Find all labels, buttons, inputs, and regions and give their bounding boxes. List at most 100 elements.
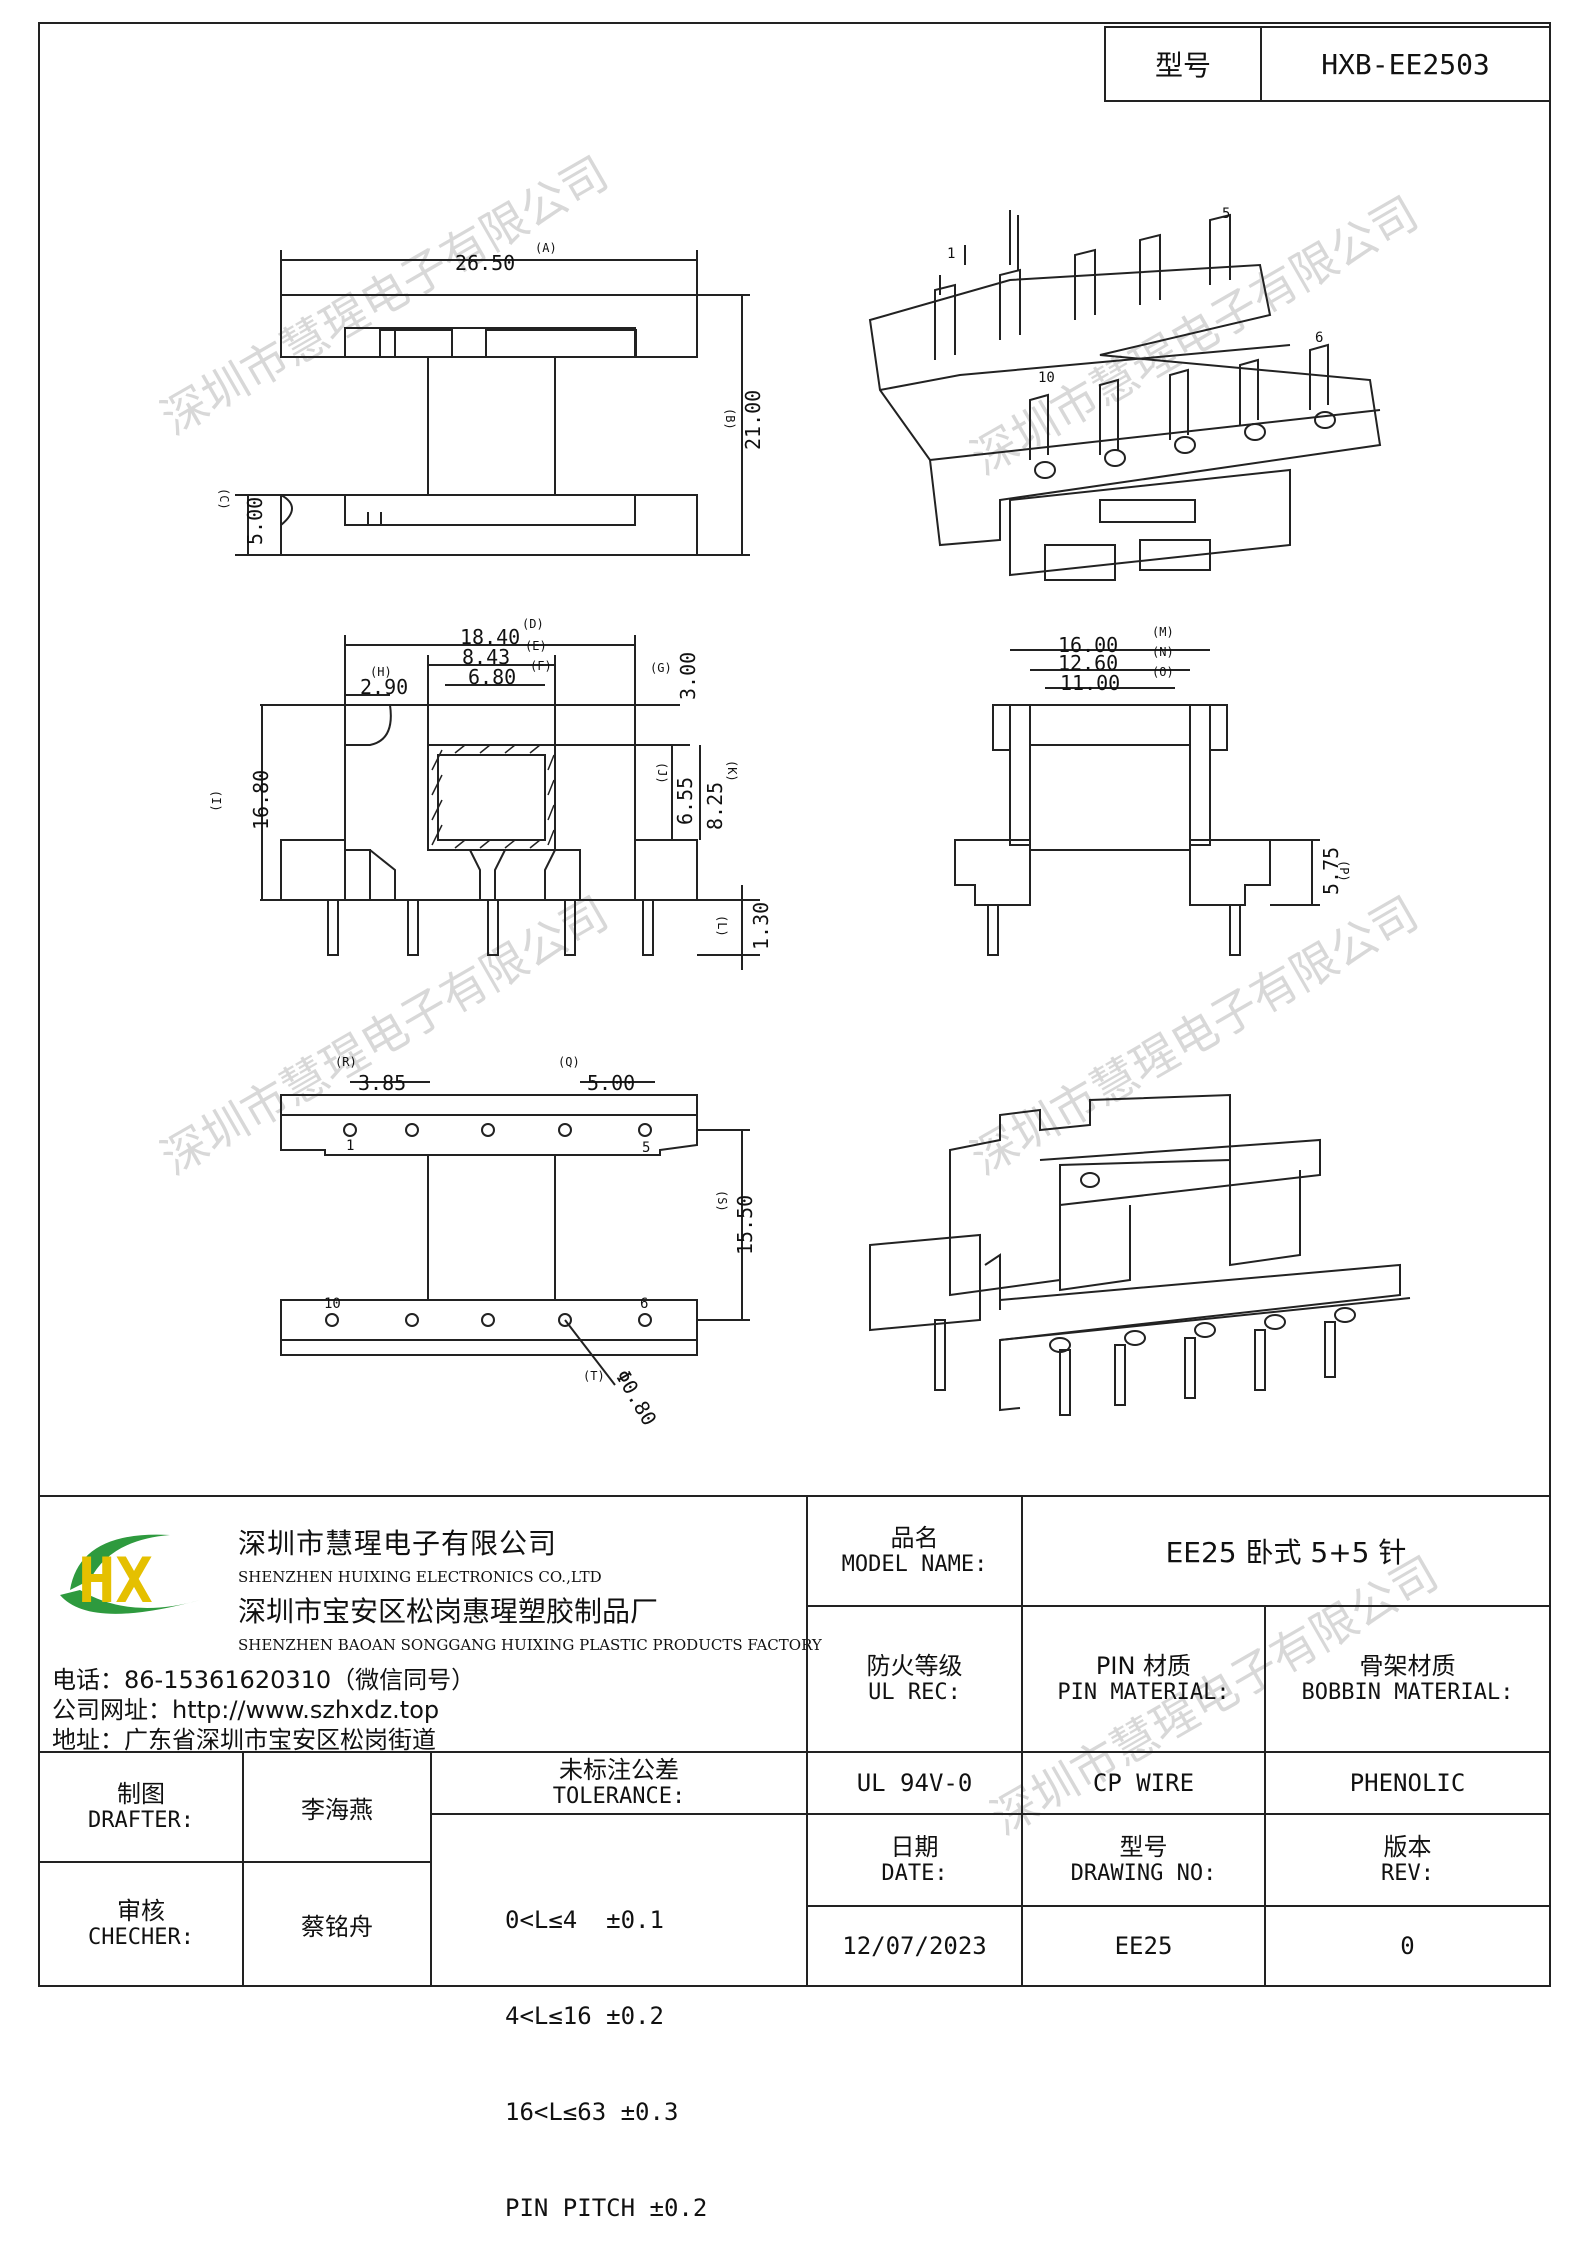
dim-i-tag: (I) — [209, 790, 223, 812]
drawing-no-en: DRAWING NO: — [1070, 1861, 1217, 1887]
dim-d-tag: (D) — [522, 617, 544, 631]
dim-t-tag: (T) — [583, 1369, 605, 1383]
model-name-en: MODEL NAME: — [841, 1552, 988, 1578]
pin-material-en: PIN MATERIAL: — [1057, 1680, 1230, 1706]
dim-h-tag: (H) — [370, 665, 392, 679]
dim-g-value: 3.00 — [676, 652, 700, 700]
date-en: DATE: — [881, 1861, 948, 1887]
company-address: 地址：广东省深圳市宝安区松岗街道 — [52, 1726, 436, 1754]
bottom-view-labels: 3.85 (R) 5.00 (Q) 15.50 (S) Φ0.80 (T) 1 … — [324, 1055, 757, 1430]
dim-r-value: 3.85 — [358, 1071, 406, 1095]
logo-text: HX — [78, 1544, 153, 1617]
dim-q-tag: (Q) — [558, 1055, 580, 1069]
factory-name-cn: 深圳市宝安区松岗惠瑆塑胶制品厂 — [238, 1595, 659, 1628]
pin-label-1: 1 — [947, 246, 955, 262]
checker-cn: 审核 — [117, 1896, 165, 1925]
tolerance-line: 4<L≤16 ±0.2 — [505, 2002, 664, 2030]
checker-value: 蔡铭舟 — [242, 1861, 432, 1987]
ul-rec-en: UL REC: — [868, 1680, 961, 1706]
date-cn: 日期 — [890, 1832, 939, 1861]
company-website: 公司网址：http://www.szhxdz.top — [52, 1696, 440, 1724]
model-name-value: EE25 卧式 5+5 针 — [1021, 1495, 1551, 1607]
tolerance-line: 16<L≤63 ±0.3 — [505, 2098, 679, 2126]
dim-t-value: Φ0.80 — [611, 1366, 662, 1430]
tolerance-cn: 未标注公差 — [558, 1755, 679, 1784]
dim-q-value: 5.00 — [587, 1071, 635, 1095]
bobbin-material-cn: 骨架材质 — [1359, 1651, 1456, 1680]
pin-label-10: 10 — [1038, 370, 1055, 386]
drafter-cn: 制图 — [117, 1779, 165, 1808]
dim-i-value: 16.80 — [249, 770, 273, 830]
dim-m-tag: (M) — [1152, 625, 1174, 639]
dim-k-value: 8.25 — [703, 782, 727, 830]
dim-p-tag: (P) — [1337, 860, 1351, 882]
dim-s-tag: (S) — [715, 1190, 729, 1212]
pin-material-cn: PIN 材质 — [1095, 1651, 1192, 1680]
dim-e-value: 8.43 — [462, 645, 510, 669]
ul-value: UL 94V-0 — [806, 1751, 1023, 1815]
pin-label-6: 6 — [640, 1296, 648, 1312]
dim-f-tag: (F) — [530, 659, 552, 673]
isometric-view-top — [868, 210, 1382, 581]
dim-e-tag: (E) — [525, 639, 547, 653]
tolerance-lines: 0<L≤4 ±0.1 4<L≤16 ±0.2 16<L≤63 ±0.3 PIN … — [505, 1840, 707, 2256]
pin-label-1: 1 — [346, 1138, 354, 1154]
side-view-labels: 26.50 (A) 21.00 (B) 5.00 (C) — [217, 241, 765, 545]
dim-m-value: 16.00 — [1058, 633, 1118, 657]
dim-o-value: 11.00 — [1060, 671, 1120, 695]
dim-h-value: 2.90 — [360, 675, 408, 699]
isometric-pin-labels: 1 5 6 10 — [947, 206, 1323, 386]
model-name-cn: 品名 — [890, 1523, 939, 1552]
dim-j-value: 6.55 — [673, 777, 697, 825]
bottom-view — [280, 1081, 750, 1386]
factory-name-en: SHENZHEN BAOAN SONGGANG HUIXING PLASTIC … — [238, 1636, 822, 1654]
dim-r-tag: (R) — [335, 1055, 357, 1069]
dim-n-tag: (N) — [1152, 645, 1174, 659]
dim-c-value: 5.00 — [243, 497, 267, 545]
dim-a-value: 26.50 — [455, 251, 515, 275]
bobbin-material-en: BOBBIN MATERIAL: — [1301, 1680, 1514, 1706]
checker-en: CHECHER: — [88, 1925, 194, 1951]
rev-cn: 版本 — [1383, 1832, 1432, 1861]
end-view — [954, 649, 1320, 956]
dim-l-value: 1.30 — [749, 902, 773, 950]
front-view-labels: 18.40 (D) 8.43 (E) 6.80 (F) 2.90 (H) 3.0… — [209, 617, 773, 950]
end-view-labels: 16.00 (M) 12.60 (N) 11.00 (O) 5.75 (P) — [1058, 625, 1351, 895]
dim-b-tag: (B) — [723, 408, 737, 430]
dim-b-value: 21.00 — [741, 390, 765, 450]
tolerance-line: 0<L≤4 ±0.1 — [505, 1906, 664, 1934]
drafter-value: 李海燕 — [242, 1751, 432, 1863]
side-view — [235, 250, 750, 556]
pin-label-5: 5 — [642, 1140, 650, 1156]
drawing-no-value: EE25 — [1021, 1905, 1266, 1987]
dim-k-tag: (K) — [725, 760, 739, 782]
tolerance-line: PIN PITCH ±0.2 — [505, 2194, 708, 2222]
date-value: 12/07/2023 — [806, 1905, 1023, 1987]
pin-material-value: CP WIRE — [1021, 1751, 1266, 1815]
company-logo: HX — [60, 1534, 200, 1617]
dim-j-tag: (J) — [655, 762, 669, 784]
dim-d-value: 18.40 — [460, 625, 520, 649]
pin-label-6: 6 — [1315, 330, 1323, 346]
dim-g-tag: (G) — [650, 661, 672, 675]
dim-n-value: 12.60 — [1058, 651, 1118, 675]
dim-a-tag: (A) — [535, 241, 557, 255]
header-model-value: HXB-EE2503 — [1260, 26, 1551, 102]
rev-en: REV: — [1381, 1861, 1434, 1887]
dim-p-value: 5.75 — [1319, 847, 1343, 895]
drafter-en: DRAFTER: — [88, 1808, 194, 1834]
company-name-cn: 深圳市慧瑆电子有限公司 — [238, 1527, 558, 1560]
drawing-no-cn: 型号 — [1119, 1832, 1168, 1861]
bobbin-material-value: PHENOLIC — [1264, 1751, 1551, 1815]
company-phone: 电话：86-15361620310（微信同号） — [52, 1666, 476, 1694]
dim-l-tag: (L) — [715, 915, 729, 937]
company-name-en: SHENZHEN HUIXING ELECTRONICS CO.,LTD — [238, 1568, 602, 1586]
